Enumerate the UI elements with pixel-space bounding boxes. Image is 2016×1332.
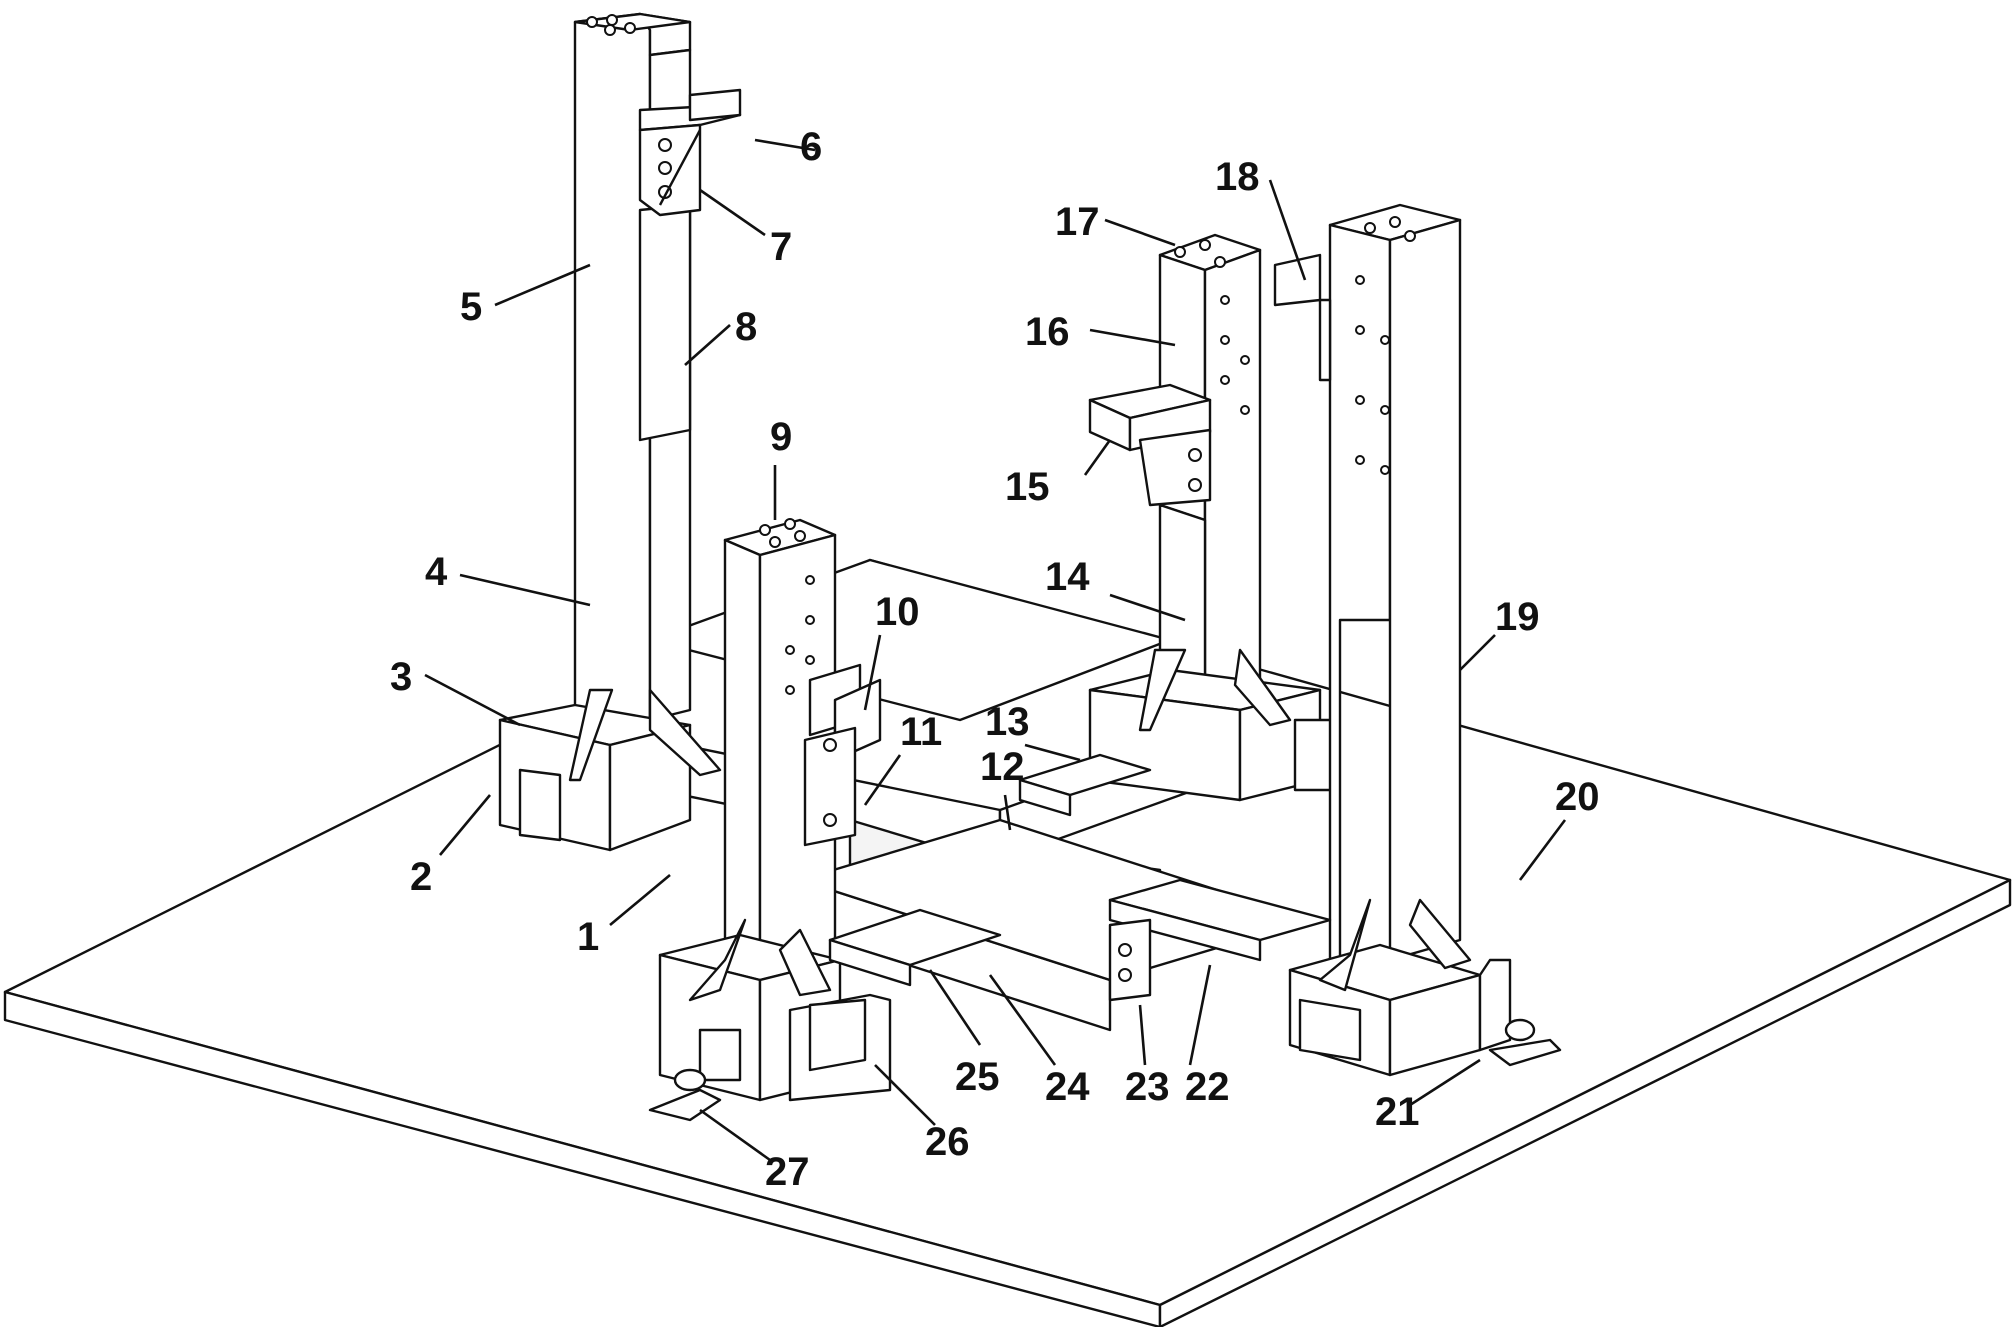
label-8: 8 — [735, 305, 757, 349]
label-14: 14 — [1045, 555, 1090, 599]
label-6: 6 — [800, 125, 822, 169]
label-21: 21 — [1375, 1090, 1420, 1134]
label-11: 11 — [900, 710, 942, 754]
label-24: 24 — [1045, 1065, 1090, 1109]
label-27: 27 — [765, 1150, 810, 1194]
clamp-6 — [640, 90, 740, 215]
label-16: 16 — [1025, 310, 1070, 354]
label-2: 2 — [410, 855, 432, 899]
label-13: 13 — [985, 700, 1030, 744]
label-7: 7 — [770, 225, 792, 269]
label-5: 5 — [460, 285, 482, 329]
label-3: 3 — [390, 655, 412, 699]
label-22: 22 — [1185, 1065, 1230, 1109]
label-25: 25 — [955, 1055, 1000, 1099]
label-20: 20 — [1555, 775, 1600, 819]
label-12: 12 — [980, 745, 1025, 789]
label-1: 1 — [577, 915, 599, 959]
label-9: 9 — [770, 415, 792, 459]
label-4: 4 — [425, 550, 448, 594]
label-18: 18 — [1215, 155, 1260, 199]
label-23: 23 — [1125, 1065, 1170, 1109]
label-10: 10 — [875, 590, 920, 634]
label-17: 17 — [1055, 200, 1100, 244]
label-26: 26 — [925, 1120, 970, 1164]
label-15: 15 — [1005, 465, 1050, 509]
label-19: 19 — [1495, 595, 1540, 639]
